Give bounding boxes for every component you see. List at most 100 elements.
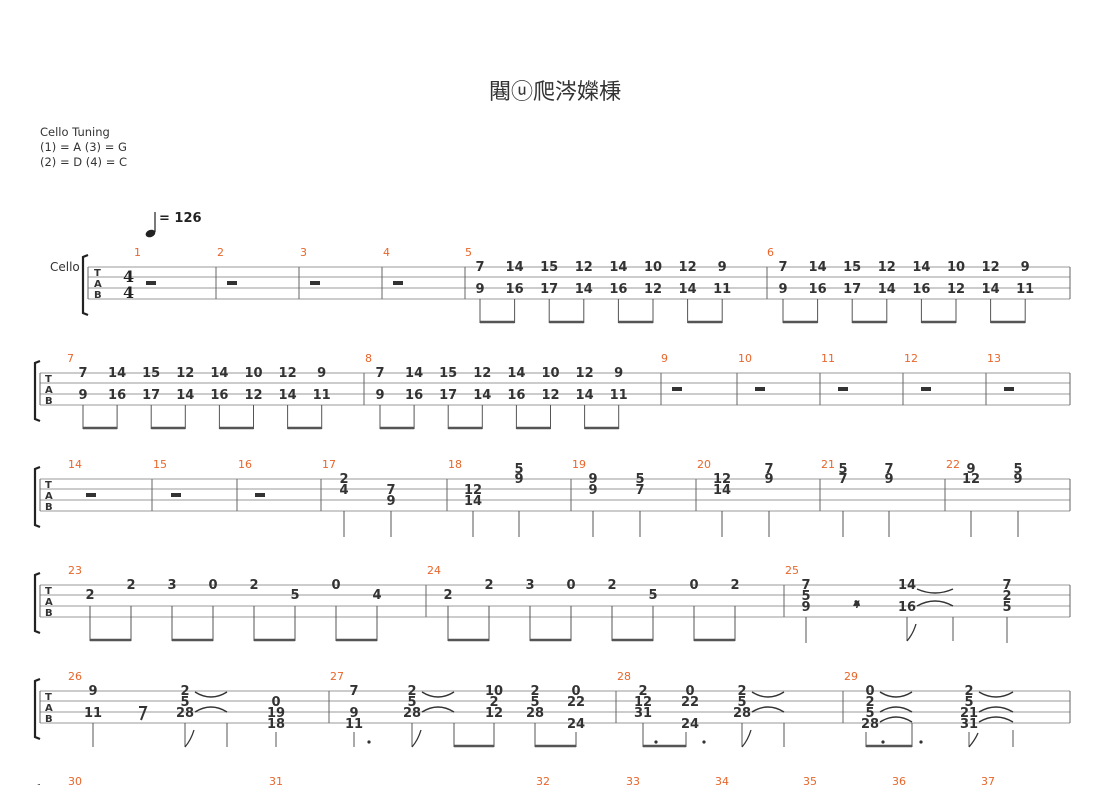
fret-number: 2 <box>180 684 189 699</box>
tab-staff-lines <box>40 372 1070 406</box>
fret-number: 2 <box>126 578 135 593</box>
tab-letter: T <box>94 268 101 279</box>
fret-number: 9 <box>801 600 810 615</box>
note-flag <box>411 729 422 748</box>
fret-number: 5 <box>865 706 874 721</box>
fret-number: 16 <box>108 388 126 403</box>
fret-number: 9 <box>764 472 773 487</box>
fret-number: 9 <box>588 472 597 487</box>
fret-number: 16 <box>506 282 524 297</box>
fret-number: 9 <box>614 366 623 381</box>
fret-number: 12 <box>473 366 491 381</box>
measure-number: 31 <box>269 775 283 785</box>
fret-number: 5 <box>1002 600 1011 615</box>
fret-number: 0 <box>208 578 217 593</box>
tie-arc <box>751 691 785 713</box>
system-5: T A B 26 27 28 29 9 11 2 5 28 0 19 18 <box>33 670 1071 748</box>
note-flag <box>906 623 917 642</box>
tab-letter: A <box>45 703 53 714</box>
measure-number: 15 <box>153 458 167 471</box>
fret-number: 2 <box>484 578 493 593</box>
measure-number: 26 <box>68 670 82 683</box>
fret-number: 12 <box>878 260 896 275</box>
tab-letter: B <box>45 502 53 513</box>
fret-number: 31 <box>634 706 652 721</box>
measure-25: 7 5 9 𝄾 14 16 7 2 5 <box>801 578 1012 643</box>
fret-number: 2 <box>339 472 348 487</box>
measure-number: 8 <box>365 352 372 365</box>
measure-number: 21 <box>821 458 835 471</box>
fret-number: 15 <box>540 260 558 275</box>
measure-number: 32 <box>536 775 550 785</box>
instrument-label: Cello <box>50 260 80 274</box>
fret-number: 14 <box>982 282 1000 297</box>
fret-number: 14 <box>108 366 126 381</box>
fret-number: 17 <box>540 282 558 297</box>
system-bracket <box>33 571 41 635</box>
measure-number: 16 <box>238 458 252 471</box>
fret-number: 0 <box>689 578 698 593</box>
fret-number: 2 <box>1002 589 1011 604</box>
fret-number: 0 <box>685 684 694 699</box>
fret-number: 14 <box>609 260 627 275</box>
measure-number: 19 <box>572 458 586 471</box>
fret-number: 2 <box>964 684 973 699</box>
tab-letter: T <box>45 692 52 703</box>
eighth-rest-icon <box>139 706 148 721</box>
fret-number: 14 <box>912 260 930 275</box>
fret-number: 16 <box>405 388 423 403</box>
fret-number: 9 <box>588 483 597 498</box>
fret-number: 9 <box>78 388 87 403</box>
tab-staff-lines <box>40 690 1070 724</box>
fret-number: 24 <box>567 717 585 732</box>
measure-number: 34 <box>715 775 729 785</box>
fret-number: 28 <box>176 706 194 721</box>
tab-letter: B <box>45 608 53 619</box>
fret-number: 7 <box>884 462 893 477</box>
measure-number: 20 <box>697 458 711 471</box>
fret-number: 11 <box>713 282 731 297</box>
fret-number: 12 <box>176 366 194 381</box>
fret-number: 12 <box>634 695 652 710</box>
quarter-note-icon <box>145 212 156 238</box>
measure-number: 33 <box>626 775 640 785</box>
fret-number: 17 <box>843 282 861 297</box>
fret-number: 0 <box>571 684 580 699</box>
measure-number: 6 <box>767 246 774 259</box>
measure-number: 17 <box>322 458 336 471</box>
measure-number: 28 <box>617 670 631 683</box>
fret-number: 15 <box>439 366 457 381</box>
fret-number: 5 <box>635 472 644 487</box>
fret-number: 22 <box>681 695 699 710</box>
fret-number: 28 <box>526 706 544 721</box>
tab-letter: T <box>45 480 52 491</box>
fret-number: 9 <box>778 282 787 297</box>
fret-number: 5 <box>801 589 810 604</box>
tab-letter: A <box>45 491 53 502</box>
fret-number: 14 <box>575 282 593 297</box>
system-bracket <box>33 677 41 741</box>
fret-number: 2 <box>638 684 647 699</box>
fret-number: 9 <box>386 494 395 509</box>
fret-number: 2 <box>443 588 452 603</box>
measure-number: 36 <box>892 775 906 785</box>
tab-staff-lines <box>88 266 1070 300</box>
fret-number: 16 <box>898 600 916 615</box>
fret-number: 18 <box>267 717 285 732</box>
fret-number: 7 <box>386 483 395 498</box>
fret-number: 31 <box>960 717 978 732</box>
fret-number: 9 <box>1013 472 1022 487</box>
fret-number: 12 <box>541 388 559 403</box>
fret-number: 9 <box>375 388 384 403</box>
measure-number: 1 <box>134 246 141 259</box>
dot-icon <box>881 740 885 744</box>
fret-number: 9 <box>966 462 975 477</box>
measure-number: 35 <box>803 775 817 785</box>
system-2: T A B 7 8 9 10 11 12 13 7914161517121414… <box>33 352 1071 430</box>
fret-number: 12 <box>962 472 980 487</box>
barlines <box>87 267 1071 299</box>
